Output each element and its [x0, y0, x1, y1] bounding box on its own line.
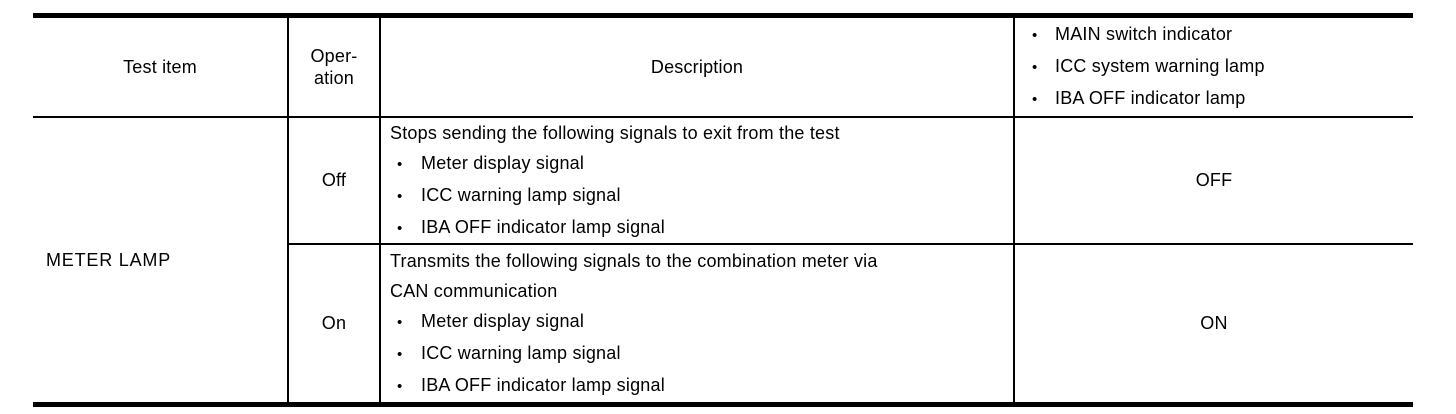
header-cell-test-item: Test item: [33, 18, 287, 118]
operation-label: On: [321, 313, 347, 334]
signal-label: ICC warning lamp signal: [421, 342, 621, 363]
bullet-icon: •: [1032, 91, 1038, 108]
test-item-label: METER LAMP: [46, 249, 172, 270]
list-item: • ICC system warning lamp: [1032, 51, 1407, 83]
header-cell-description: Description: [379, 18, 1013, 118]
list-item: • MAIN switch indicator: [1032, 19, 1407, 51]
cell-operation-on: On: [287, 245, 379, 402]
indicator-label: ICC system warning lamp: [1055, 56, 1265, 76]
cell-description-on: Transmits the following signals to the c…: [379, 245, 1013, 402]
cell-operation-off: Off: [287, 118, 379, 245]
bullet-icon: •: [1032, 59, 1038, 76]
signal-label: IBA OFF indicator lamp signal: [421, 216, 665, 237]
bullet-icon: •: [397, 313, 403, 331]
result-label: ON: [1200, 313, 1228, 334]
bullet-icon: •: [397, 219, 403, 237]
indicator-label: MAIN switch indicator: [1055, 24, 1233, 44]
bullet-icon: •: [397, 377, 403, 395]
list-item: • IBA OFF indicator lamp: [1032, 83, 1407, 115]
indicator-label: IBA OFF indicator lamp: [1055, 88, 1246, 108]
header-label-test-item: Test item: [123, 56, 197, 77]
description-intro: Stops sending the following signals to e…: [390, 122, 840, 143]
header-label-description: Description: [650, 56, 744, 77]
header-cell-operation: Oper- ation: [287, 18, 379, 118]
header-label-operation: Oper- ation: [310, 45, 358, 89]
description-intro: Transmits the following signals to the c…: [390, 250, 878, 301]
cell-result-on: ON: [1013, 245, 1413, 402]
signal-label: IBA OFF indicator lamp signal: [421, 374, 665, 395]
bullet-icon: •: [397, 187, 403, 205]
list-item: • ICC warning lamp signal: [390, 338, 1003, 370]
signal-label: Meter display signal: [421, 310, 585, 331]
result-label: OFF: [1195, 170, 1233, 191]
cell-result-off: OFF: [1013, 118, 1413, 245]
list-item: • IBA OFF indicator lamp signal: [390, 212, 1003, 244]
cell-test-item-meter-lamp: METER LAMP: [33, 118, 287, 402]
signal-label: ICC warning lamp signal: [421, 184, 621, 205]
signal-label: Meter display signal: [421, 152, 585, 173]
bullet-icon: •: [397, 345, 403, 363]
list-item: • Meter display signal: [390, 306, 1003, 338]
cell-description-off: Stops sending the following signals to e…: [379, 118, 1013, 245]
list-item: • Meter display signal: [390, 148, 1003, 180]
test-item-spec-table: Test item Oper- ation Description • MAIN…: [33, 13, 1413, 407]
list-item: • ICC warning lamp signal: [390, 180, 1003, 212]
list-item: • IBA OFF indicator lamp signal: [390, 370, 1003, 402]
operation-label: Off: [321, 170, 347, 191]
bullet-icon: •: [397, 155, 403, 173]
header-cell-indicators: • MAIN switch indicator • ICC system war…: [1013, 18, 1413, 118]
bullet-icon: •: [1032, 27, 1038, 44]
